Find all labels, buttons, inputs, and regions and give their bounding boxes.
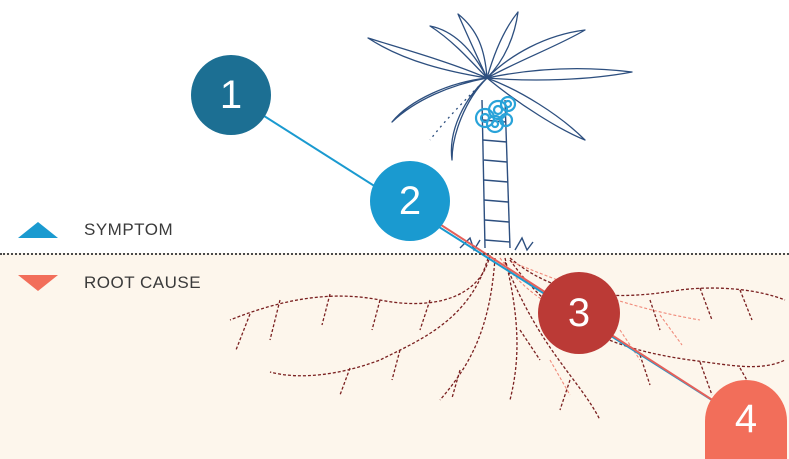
legend-symptom-label: SYMPTOM xyxy=(84,220,173,240)
stage-4-label: 4 xyxy=(735,397,757,442)
stage-2-label: 2 xyxy=(399,179,421,224)
stage-4-circle: 4 xyxy=(705,380,787,459)
root-cause-triangle-icon xyxy=(18,275,58,291)
palm-fronds xyxy=(368,12,632,160)
stage-3-circle: 3 xyxy=(538,272,620,354)
stage-1-circle: 1 xyxy=(191,55,271,135)
legend-symptom: SYMPTOM xyxy=(18,220,173,240)
stage-3-label: 3 xyxy=(568,291,590,336)
stage-1-label: 1 xyxy=(220,73,242,118)
symptom-triangle-icon xyxy=(18,222,58,238)
stage-2-circle: 2 xyxy=(370,161,450,241)
root-system xyxy=(230,255,785,420)
legend-root-cause-label: ROOT CAUSE xyxy=(84,273,201,293)
ground-line xyxy=(0,253,789,255)
legend-root-cause: ROOT CAUSE xyxy=(18,273,201,293)
